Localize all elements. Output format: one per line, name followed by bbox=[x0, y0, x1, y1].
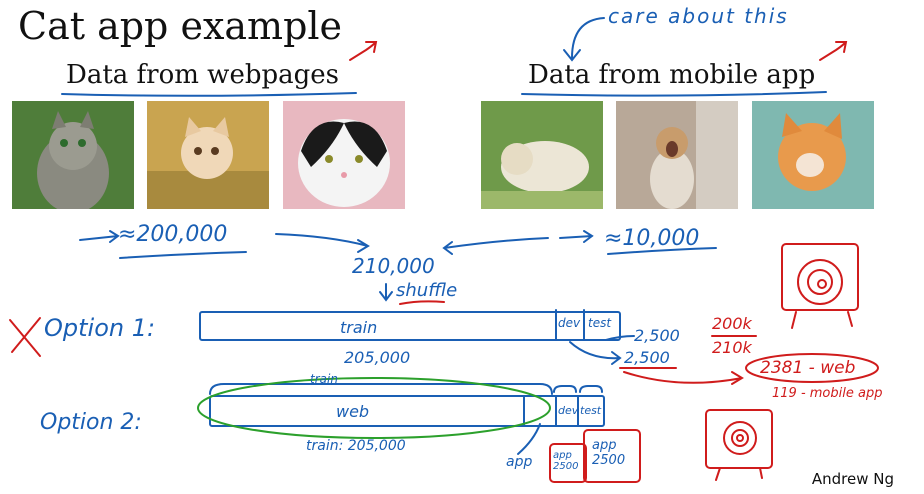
option2-bar bbox=[209, 395, 605, 427]
mobile-count: ≈10,000 bbox=[604, 226, 700, 251]
phone-drawing-bottom bbox=[705, 409, 773, 481]
option2-test-box-label: app 2500 bbox=[592, 438, 626, 468]
shuffle-underline bbox=[399, 300, 445, 305]
option1-label: Option 1: bbox=[44, 314, 156, 342]
cat-photo-app-1 bbox=[481, 101, 603, 209]
web-count: ≈200,000 bbox=[118, 222, 228, 247]
total-count: 210,000 bbox=[352, 254, 435, 278]
option1-test-arrow bbox=[605, 335, 635, 341]
cat-photo-web-2 bbox=[147, 101, 269, 209]
web-count-underline bbox=[119, 251, 247, 259]
ratio-numerator: 200k bbox=[712, 314, 752, 333]
shuffle-label: shuffle bbox=[396, 280, 458, 301]
care-about-note: care about this bbox=[608, 4, 789, 28]
option2-train-bracket-label: train bbox=[310, 372, 338, 386]
mobile-count-arrow-left bbox=[559, 230, 594, 243]
option2-test-segment: test bbox=[580, 404, 602, 417]
option2-test-bracket bbox=[579, 385, 603, 393]
mobile-check-mark bbox=[819, 41, 848, 61]
option1-test-segment: test bbox=[588, 316, 612, 330]
ratio-denominator: 210k bbox=[712, 338, 752, 357]
option2-dev-segment: dev bbox=[558, 404, 579, 417]
option1-test-size: 2,500 bbox=[624, 348, 670, 367]
option1-train-segment: train bbox=[340, 318, 378, 337]
option2-train-ellipse bbox=[197, 377, 551, 439]
mobile-count-underline bbox=[607, 247, 717, 255]
breakdown-web: 2381 - web bbox=[760, 358, 856, 378]
web-data-heading: Data from webpages bbox=[66, 60, 339, 90]
author-name: Andrew Ng bbox=[811, 470, 894, 488]
phone-drawing-top bbox=[781, 243, 859, 329]
breakdown-arrow bbox=[623, 371, 744, 385]
option2-label: Option 2: bbox=[40, 410, 142, 435]
cat-photo-app-3 bbox=[752, 101, 874, 209]
option2-dev-bracket bbox=[553, 385, 577, 393]
note-arrow bbox=[563, 17, 605, 62]
option1-dev-size: 2,500 bbox=[634, 326, 680, 345]
option1-dev-arrow bbox=[569, 341, 622, 365]
slide-title: Cat app example bbox=[18, 4, 343, 48]
option2-web-segment: web bbox=[336, 402, 370, 421]
option1-x-mark bbox=[9, 317, 41, 357]
web-count-arrow-left bbox=[79, 230, 120, 243]
option2-test-app-box bbox=[583, 429, 641, 483]
option2-train-bracket bbox=[209, 383, 553, 395]
cat-photo-web-1 bbox=[12, 101, 134, 209]
breakdown-mobile: 119 - mobile app bbox=[772, 386, 883, 401]
mobile-to-total-arrow bbox=[442, 237, 549, 255]
option1-bar bbox=[199, 311, 621, 341]
shuffle-arrow bbox=[379, 283, 393, 302]
mobile-data-heading: Data from mobile app bbox=[528, 60, 816, 90]
web-heading-underline bbox=[61, 92, 357, 97]
option2-app-arrow bbox=[517, 423, 541, 455]
cat-photo-web-3 bbox=[283, 101, 405, 209]
option2-app-label: app bbox=[506, 454, 533, 470]
option1-dev-segment: dev bbox=[558, 316, 581, 330]
cat-photo-app-2 bbox=[616, 101, 738, 209]
option2-dev-box-label: app 2500 bbox=[553, 450, 579, 472]
option2-dev-app-box bbox=[549, 443, 587, 483]
option2-train-size: train: 205,000 bbox=[306, 438, 406, 454]
breakdown-ellipse bbox=[745, 353, 879, 383]
web-check-mark bbox=[349, 41, 378, 61]
web-to-total-arrow bbox=[275, 233, 370, 253]
option1-train-size: 205,000 bbox=[344, 348, 411, 367]
mobile-heading-underline bbox=[521, 91, 827, 97]
